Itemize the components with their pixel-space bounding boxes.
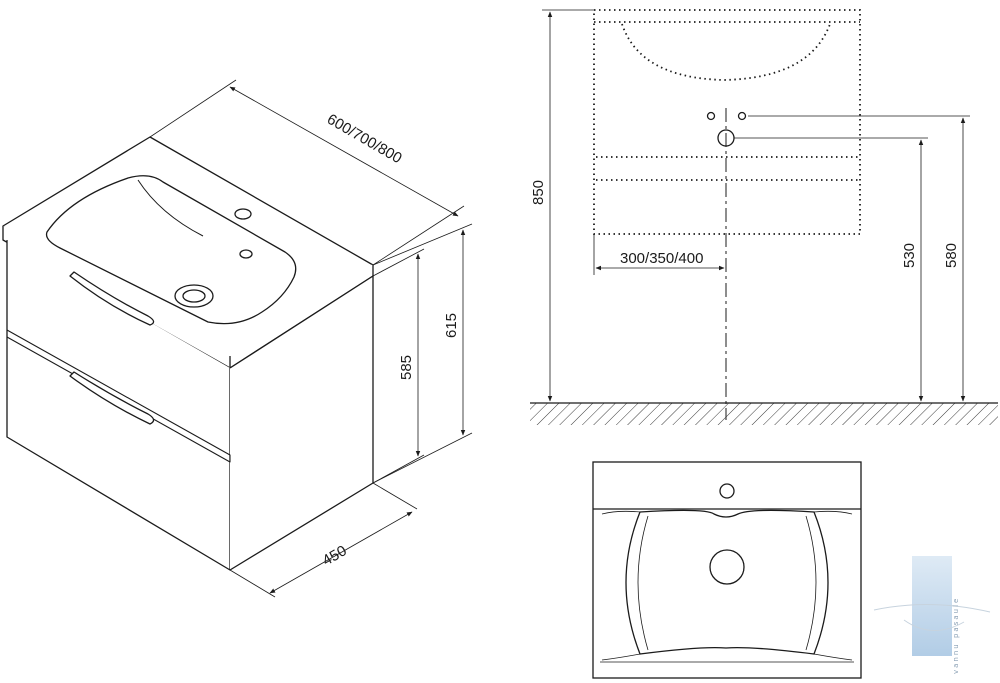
- cabinet-height-label: 585: [398, 355, 415, 380]
- lower-drawer-handle: [69, 371, 155, 425]
- top-view: [592, 461, 862, 679]
- depth-label: 450: [320, 542, 350, 569]
- elevation-dimensions: [542, 9, 970, 402]
- mount-height-label: 850: [530, 180, 547, 205]
- width-options-label: 600/700/800: [324, 111, 405, 167]
- upper-drawer-handle: [69, 271, 155, 326]
- basin-inner-slope: [137, 179, 204, 237]
- floor: [530, 402, 998, 425]
- outlet-height-label: 580: [943, 243, 960, 268]
- inlet-left-icon: [706, 111, 716, 121]
- isometric-dimensions: [149, 79, 473, 598]
- front-elevation: [593, 9, 861, 235]
- watermark-text: vannu pasaule: [952, 597, 960, 674]
- inlet-height-label: 530: [901, 243, 918, 268]
- top-tap-hole-icon: [719, 483, 735, 499]
- basin-bowl: [45, 175, 297, 325]
- total-height-label: 615: [443, 313, 460, 338]
- overflow-hole-icon: [239, 249, 253, 259]
- basin-offset-label: 300/350/400: [620, 250, 703, 267]
- front-elevation-holes: [706, 111, 747, 147]
- top-drain-icon: [709, 549, 745, 585]
- top-basin-outline: [625, 509, 829, 655]
- isometric-view: [2, 136, 374, 571]
- inlet-right-icon: [737, 111, 747, 121]
- top-basin-inner: [637, 515, 817, 651]
- watermark-logo: vannu pasaule: [873, 556, 991, 674]
